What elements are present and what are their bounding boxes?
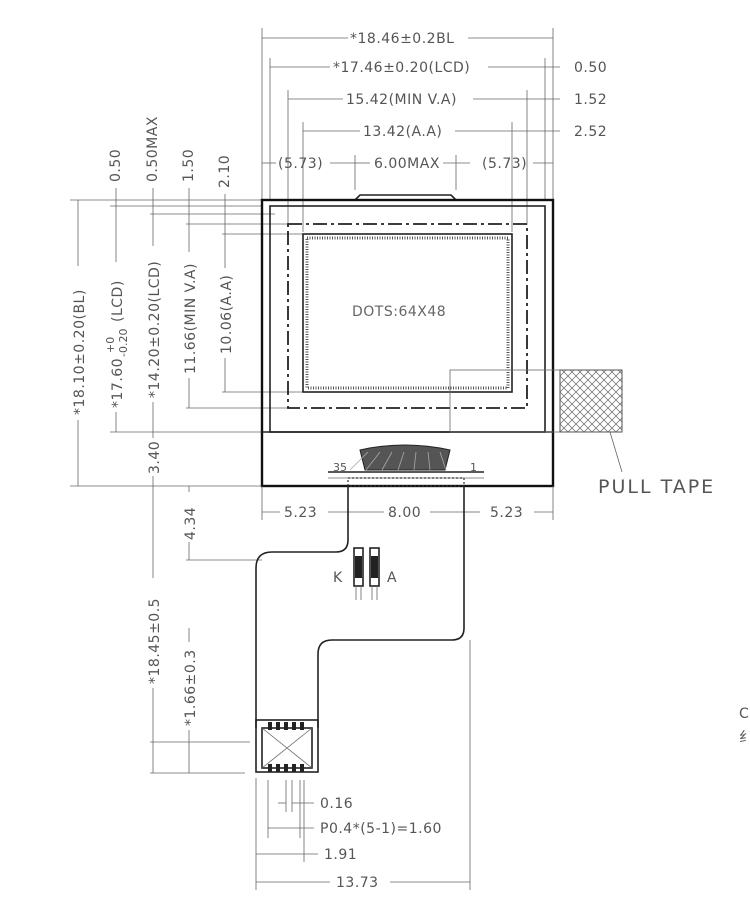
edge-fragment-glyph: 纟 [739,730,750,746]
dim-v-050max: 0.50MAX [145,116,161,182]
left-dimensions: 0.50 0.50MAX 1.50 2.10 *18.10±0.20(BL) *… [70,116,303,774]
fpc-cable: K A [255,486,465,728]
dim-va-height: 11.66(MIN V.A) [183,263,199,374]
bottom-dimensions: 0.16 P0.4*(5-1)=1.60 1.91 13.73 [255,640,471,891]
top-dimensions: *18.46±0.2BL *17.46±0.20(LCD) 0.50 15.42… [261,28,607,232]
fpc-dimensions: 5.23 8.00 5.23 [261,486,554,521]
dim-bl-width: *18.46±0.2BL [350,31,454,47]
lcd-module: DOTS:64X48 [260,194,555,488]
dim-lcd-height-suffix: (LCD) [110,280,126,322]
pull-tape-label: PULL TAPE [598,476,715,498]
dim-bl-height: *18.10±0.20(BL) [72,289,88,415]
dim-fpc-tail: *1.66±0.3 [183,649,199,726]
dim-r-152: 1.52 [574,92,607,108]
dim-aa-height: 10.06(A.A) [219,275,235,354]
dim-center-max: 6.00MAX [374,156,440,172]
dim-fpc-right: 5.23 [490,505,523,521]
led-a-label: A [387,570,397,586]
dim-v-210: 2.10 [217,155,233,188]
fpc-tail-connector [255,719,319,773]
pin-left-label: 35 [333,461,347,474]
dim-left-margin: (5.73) [278,156,323,172]
dim-fpc-center: 8.00 [388,505,421,521]
dim-right-margin: (5.73) [482,156,527,172]
pull-tape: PULL TAPE [449,369,715,498]
dim-v-434: 4.34 [183,507,199,540]
pin-right-label: 1 [470,461,477,474]
dim-r-050: 0.50 [574,60,607,76]
dim-min-va-width: 15.42(MIN V.A) [346,92,457,108]
dim-v-150: 1.50 [181,149,197,182]
dim-lcd-height-prefix: *17.60 [110,358,126,408]
dots-label: DOTS:64X48 [352,304,446,320]
dim-fpc-length: *18.45±0.5 [147,598,163,684]
dim-pitch: P0.4*(5-1)=1.60 [320,821,442,837]
dim-total: 13.73 [336,875,379,891]
fpc-bonding: 35 1 [328,444,484,487]
dim-r-252: 2.52 [574,124,607,140]
dim-fpc-left: 5.23 [284,505,317,521]
dim-pin-width: 0.16 [320,796,353,812]
dim-span: 1.91 [324,847,357,863]
led-k-label: K [333,570,343,586]
dim-lcd-tol-minus: -0.20 [117,329,130,357]
dim-v-340: 3.40 [147,441,163,474]
dim-lcd-tol-plus: +0 [104,337,117,353]
dim-min-va-height: *14.20±0.20(LCD) [147,261,163,398]
dim-aa-width: 13.42(A.A) [363,124,442,140]
dim-v-050: 0.50 [108,149,124,182]
edge-fragment-c: C [739,706,749,722]
dim-lcd-width: *17.46±0.20(LCD) [333,60,470,76]
